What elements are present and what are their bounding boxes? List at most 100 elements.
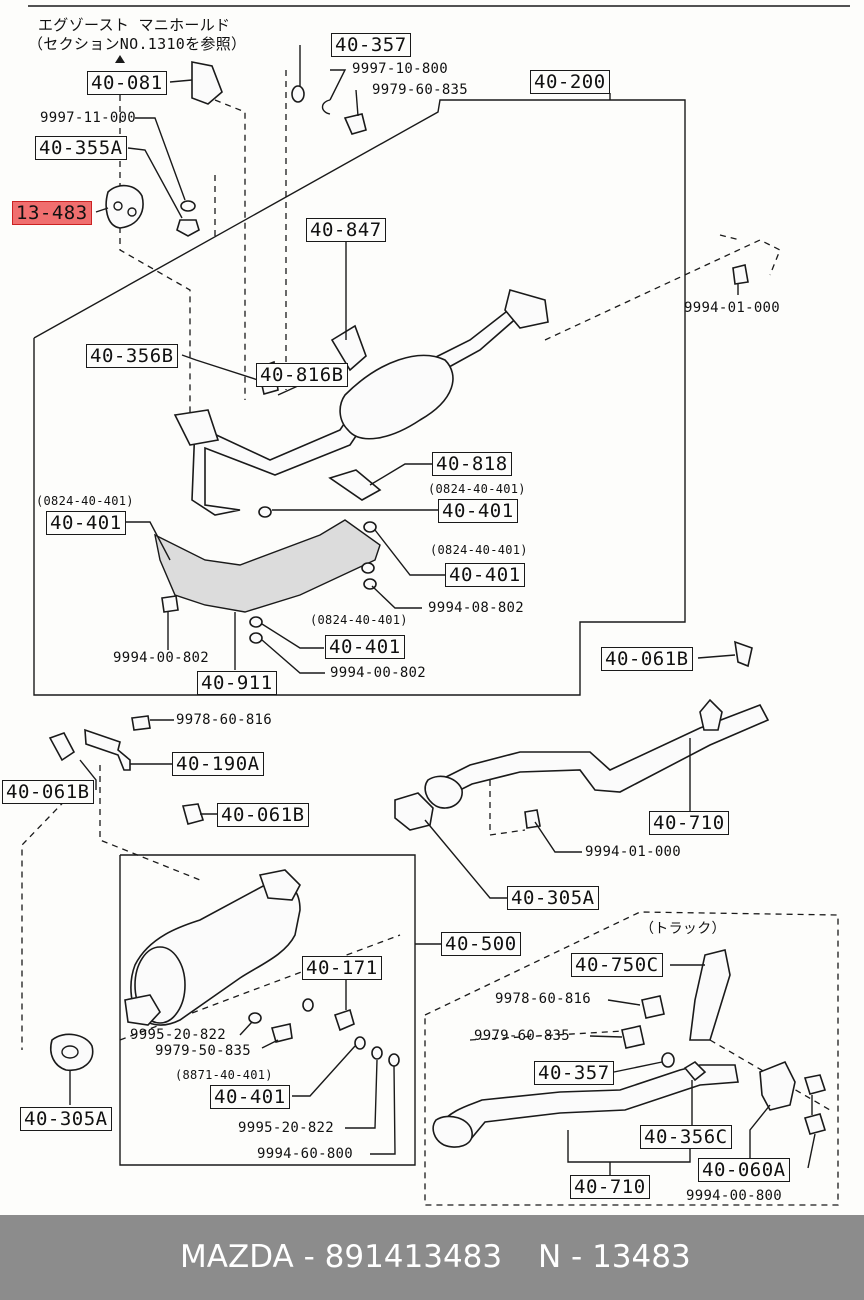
- part-label-40-171[interactable]: 40-171: [302, 956, 382, 980]
- grommet-icon: [258, 506, 272, 518]
- part-label-40-911[interactable]: 40-911: [197, 671, 277, 695]
- leader: [345, 1059, 378, 1129]
- diagram-drawing: [21, 5, 850, 1206]
- gasket-hole: [127, 207, 137, 217]
- nut-icon: [803, 1113, 827, 1135]
- assembly-outline-upper: [33, 99, 686, 696]
- part-label-40-200[interactable]: 40-200: [530, 70, 610, 94]
- part-number-9997-11-000: 9997-11-000: [40, 110, 137, 126]
- ref-0824-40-401-b: (0824-40-401): [428, 482, 526, 496]
- leader: [589, 1035, 623, 1038]
- part-label-40-190A[interactable]: 40-190A: [172, 752, 264, 776]
- part-label-40-401-d[interactable]: 40-401: [325, 635, 405, 659]
- hanger-40-171: [333, 1008, 355, 1032]
- nut-icon: [176, 219, 200, 237]
- muffler-flange-front: [258, 869, 301, 901]
- ref-0824-40-401-d: (0824-40-401): [310, 613, 408, 627]
- bracket-40-847: [330, 324, 367, 372]
- part-number-9997-10-800: 9997-10-800: [352, 61, 449, 77]
- part-label-40-061B-c[interactable]: 40-061B: [217, 803, 309, 827]
- part-label-40-750C[interactable]: 40-750C: [571, 953, 663, 977]
- bracket-40-750C: [689, 949, 731, 1041]
- part-label-13-483-highlighted[interactable]: 13-483: [12, 201, 92, 225]
- part-label-40-305A-a[interactable]: 40-305A: [507, 886, 599, 910]
- part-label-40-061B-b[interactable]: 40-061B: [2, 780, 94, 804]
- leader: [374, 529, 446, 576]
- part-label-40-500[interactable]: 40-500: [441, 932, 521, 956]
- part-label-40-401-a[interactable]: 40-401: [438, 499, 518, 523]
- part-label-40-060A[interactable]: 40-060A: [698, 1158, 790, 1182]
- part-number-9979-50-835: 9979-50-835: [155, 1043, 252, 1059]
- phantom-line-6: [719, 234, 741, 241]
- pre-muffler: [339, 354, 454, 440]
- leader: [95, 207, 109, 213]
- header-note-line-1: エグゾースト マニホールド: [38, 16, 231, 34]
- gasket-13-483: [105, 184, 144, 229]
- hanger-40-061B: [734, 640, 753, 668]
- part-label-40-305A-b[interactable]: 40-305A: [20, 1107, 112, 1131]
- part-label-40-357[interactable]: 40-357: [331, 33, 411, 57]
- part-number-9994-01-000-a: 9994-01-000: [684, 300, 781, 316]
- flange-manifold: [173, 409, 220, 446]
- footer-part-number: MAZDA - 891413483: [180, 1239, 503, 1275]
- part-number-9994-08-802: 9994-08-802: [428, 600, 525, 616]
- hanger-40-061B-left: [48, 732, 76, 762]
- leader: [355, 89, 359, 117]
- phantom-line-1: [119, 95, 191, 430]
- leader: [261, 1039, 279, 1049]
- truck-note: （トラック）: [640, 921, 726, 937]
- ring-40-357: [291, 85, 305, 103]
- ref-0824-40-401-a: (0824-40-401): [36, 494, 134, 508]
- muffler-flange-rear: [124, 994, 161, 1026]
- leader: [292, 1045, 356, 1097]
- part-number-9994-00-802-a: 9994-00-802: [113, 650, 210, 666]
- hanger-40-061B-mid: [181, 803, 205, 825]
- grommet-icon: [361, 562, 375, 574]
- truck-outline: [424, 911, 839, 1206]
- part-number-9994-60-800: 9994-60-800: [257, 1146, 354, 1162]
- leader: [135, 117, 186, 201]
- leader: [807, 1133, 816, 1169]
- leader: [181, 354, 259, 381]
- gasket-hole: [61, 1045, 79, 1059]
- insulator-40-911: [154, 519, 381, 613]
- part-label-40-356B[interactable]: 40-356B: [86, 344, 178, 368]
- part-number-9995-20-822-b: 9995-20-822: [238, 1120, 335, 1136]
- part-label-40-401-e[interactable]: 40-401: [210, 1085, 290, 1109]
- part-label-40-710-a[interactable]: 40-710: [649, 811, 729, 835]
- part-label-40-061B-a[interactable]: 40-061B: [601, 647, 693, 671]
- part-label-40-818[interactable]: 40-818: [432, 452, 512, 476]
- bolt-icon: [270, 1023, 293, 1043]
- grommet-icon: [363, 521, 377, 533]
- part-number-9994-01-000-b: 9994-01-000: [585, 844, 682, 860]
- phantom-line-9: [489, 780, 526, 836]
- flange-40-710: [424, 775, 463, 809]
- part-label-40-710-b[interactable]: 40-710: [570, 1175, 650, 1199]
- nut-icon: [732, 264, 749, 285]
- leader: [371, 585, 422, 609]
- bolt-icon: [621, 1025, 645, 1049]
- phantom-line-8: [21, 784, 81, 1050]
- hanger-40-060A: [759, 1060, 796, 1111]
- leader: [261, 639, 325, 674]
- bolt-icon: [131, 715, 151, 731]
- clip-icon: [321, 99, 331, 115]
- part-label-40-355A[interactable]: 40-355A: [35, 136, 127, 160]
- part-number-9978-60-816-a: 9978-60-816: [176, 712, 273, 728]
- part-label-40-847[interactable]: 40-847: [306, 218, 386, 242]
- washer-icon: [180, 200, 196, 212]
- leader: [126, 521, 171, 561]
- leader: [534, 821, 582, 853]
- part-label-40-081[interactable]: 40-081: [87, 71, 167, 95]
- part-label-40-356C[interactable]: 40-356C: [640, 1125, 732, 1149]
- leader: [749, 1104, 771, 1162]
- nut-icon: [388, 1053, 400, 1067]
- part-label-40-401-b[interactable]: 40-401: [46, 511, 126, 535]
- leader: [169, 79, 193, 83]
- arrow-up-icon: [115, 55, 125, 63]
- ref-8871-40-401: (8871-40-401): [175, 1068, 273, 1082]
- part-label-40-401-c[interactable]: 40-401: [445, 563, 525, 587]
- part-label-40-357-truck[interactable]: 40-357: [534, 1061, 614, 1085]
- part-label-40-816B[interactable]: 40-816B: [256, 363, 348, 387]
- part-number-9978-60-816-b: 9978-60-816: [495, 991, 592, 1007]
